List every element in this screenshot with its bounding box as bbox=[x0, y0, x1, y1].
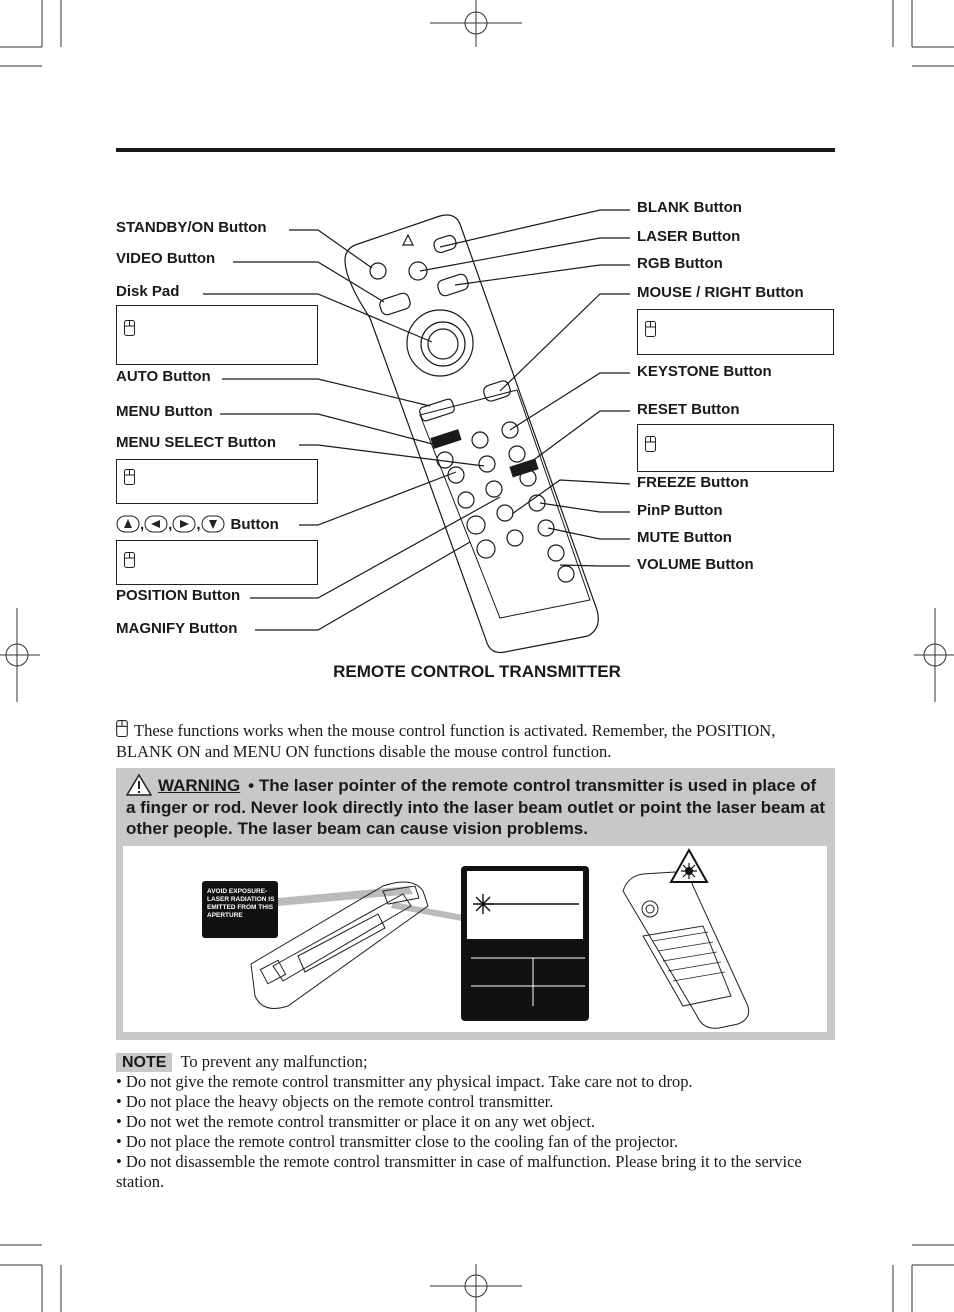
footnote-text: These functions works when the mouse con… bbox=[116, 721, 776, 761]
figure-caption: REMOTE CONTROL TRANSMITTER bbox=[333, 662, 621, 681]
mouse-right-label: MOUSE / RIGHT Button bbox=[637, 284, 804, 301]
note-section: NOTE To prevent any malfunction; • Do not… bbox=[116, 1052, 836, 1192]
disk-pad-label: Disk Pad bbox=[116, 283, 180, 300]
pinp-label: PinP Button bbox=[637, 502, 723, 519]
mouse-icon bbox=[124, 552, 135, 568]
mouse-right-note-box bbox=[637, 309, 834, 355]
menu-label: MENU Button bbox=[116, 403, 213, 420]
standby-label: STANDBY/ON Button bbox=[116, 219, 267, 236]
arrow-separator: , bbox=[168, 515, 173, 533]
note-item: • Do not place the remote control transm… bbox=[116, 1132, 679, 1151]
note-item: • Do not give the remote control transmi… bbox=[116, 1072, 693, 1091]
rgb-label: RGB Button bbox=[637, 255, 723, 272]
laser-illustration bbox=[202, 847, 750, 1029]
disk-pad-note-box bbox=[116, 305, 318, 365]
mouse-icon bbox=[124, 320, 135, 336]
magnify-label: MAGNIFY Button bbox=[116, 620, 238, 637]
warning-triangle-icon bbox=[125, 773, 153, 796]
down-arrow-icon bbox=[201, 515, 225, 533]
arrow-buttons-row: , , , Button bbox=[116, 513, 279, 535]
note-item: • Do not disassemble the remote control … bbox=[116, 1152, 802, 1191]
auto-label: AUTO Button bbox=[116, 368, 211, 385]
mute-label: MUTE Button bbox=[637, 529, 732, 546]
arrow-separator: , bbox=[140, 515, 145, 533]
laser-label: LASER Button bbox=[637, 228, 741, 245]
note-intro: To prevent any malfunction; bbox=[180, 1052, 368, 1071]
arrows-button-label: Button bbox=[230, 515, 279, 533]
mouse-footnote: These functions works when the mouse con… bbox=[116, 720, 836, 762]
warning-illustration: AVOID EXPOSURE- LASER RADIATION IS EMITT… bbox=[123, 846, 827, 1032]
mouse-icon bbox=[124, 469, 135, 485]
reset-note-box bbox=[637, 424, 834, 472]
laser-burst-icon bbox=[473, 894, 579, 914]
arrow-separator: , bbox=[196, 515, 201, 533]
right-arrow-icon bbox=[172, 515, 196, 533]
note-item: • Do not wet the remote control transmit… bbox=[116, 1112, 596, 1131]
mouse-icon bbox=[645, 321, 656, 337]
warning-panel: WARNING• The laser pointer of the remote… bbox=[116, 768, 835, 1040]
keystone-label: KEYSTONE Button bbox=[637, 363, 772, 380]
laser-warning-sticker: AVOID EXPOSURE- LASER RADIATION IS EMITT… bbox=[207, 888, 275, 919]
header-rule bbox=[116, 148, 835, 152]
position-label: POSITION Button bbox=[116, 587, 241, 604]
remote-control-diagram bbox=[203, 209, 631, 654]
menu-select-note-box bbox=[116, 459, 318, 504]
note-tag: NOTE bbox=[116, 1053, 173, 1072]
note-item: • Do not place the heavy objects on the … bbox=[116, 1092, 554, 1111]
warning-text: WARNING• The laser pointer of the remote… bbox=[125, 773, 826, 840]
left-arrow-icon bbox=[144, 515, 168, 533]
video-label: VIDEO Button bbox=[116, 250, 216, 267]
note-intro-line: NOTE To prevent any malfunction; bbox=[116, 1052, 836, 1072]
blank-label: BLANK Button bbox=[637, 199, 742, 216]
volume-label: VOLUME Button bbox=[637, 556, 754, 573]
mouse-icon bbox=[645, 436, 656, 452]
arrows-note-box bbox=[116, 540, 318, 585]
warning-tag: WARNING bbox=[158, 776, 241, 795]
freeze-label: FREEZE Button bbox=[637, 474, 749, 491]
laser-hazard-icon bbox=[669, 847, 709, 883]
menu-select-label: MENU SELECT Button bbox=[116, 434, 276, 451]
up-arrow-icon bbox=[116, 515, 140, 533]
warning-body: • The laser pointer of the remote contro… bbox=[126, 776, 826, 838]
reset-label: RESET Button bbox=[637, 401, 740, 418]
mouse-icon bbox=[116, 720, 128, 737]
